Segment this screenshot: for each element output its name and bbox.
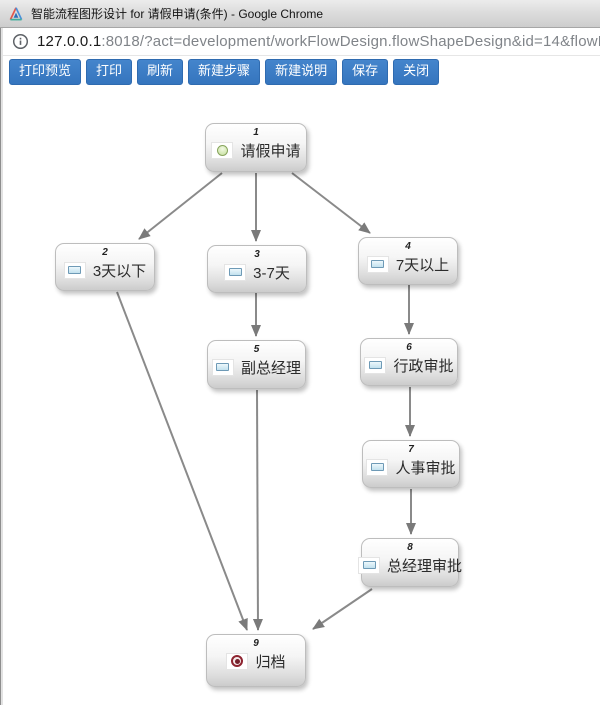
address-bar[interactable]: 127.0.0.1:8018/?act=development/workFlow… bbox=[3, 28, 600, 56]
node-number: 1 bbox=[253, 127, 259, 138]
node-number: 7 bbox=[408, 444, 414, 455]
node-number: 6 bbox=[406, 342, 412, 353]
node-label: 总经理审批 bbox=[387, 557, 463, 575]
node-label: 行政审批 bbox=[393, 357, 454, 375]
node-label: 请假申请 bbox=[240, 142, 301, 160]
app-logo-icon bbox=[8, 6, 24, 22]
flow-edge-5-9 bbox=[252, 389, 263, 631]
step-icon bbox=[358, 556, 380, 574]
toolbar: 打印预览打印刷新新建步骤新建说明保存关闭 bbox=[3, 56, 600, 88]
node-number: 4 bbox=[405, 241, 411, 252]
node-label: 人事审批 bbox=[395, 459, 456, 477]
flow-node-9[interactable]: 9 归档 bbox=[206, 634, 306, 687]
start-icon bbox=[211, 141, 234, 159]
step-icon bbox=[224, 263, 247, 281]
flow-node-3[interactable]: 3 3-7天 bbox=[207, 245, 307, 293]
new-note-button[interactable]: 新建说明 bbox=[265, 59, 338, 85]
new-step-button[interactable]: 新建步骤 bbox=[188, 59, 261, 85]
step-icon bbox=[63, 261, 86, 279]
node-number: 8 bbox=[407, 542, 413, 553]
flow-canvas[interactable]: 1 请假申请 2 3天以下 3 3-7天 4 7天以上 5 副总经理 6 行政审批 7 人事审批 8 总经理审… bbox=[0, 88, 600, 705]
page-info-icon[interactable] bbox=[12, 33, 29, 50]
window-title: 智能流程图形设计 for 请假申请(条件) - Google Chrome bbox=[31, 7, 324, 21]
save-button[interactable]: 保存 bbox=[342, 59, 389, 85]
node-label: 3-7天 bbox=[253, 264, 290, 282]
close-button[interactable]: 关闭 bbox=[393, 59, 440, 85]
step-icon bbox=[366, 255, 389, 273]
url-host: 127.0.0.1 bbox=[37, 33, 102, 50]
flow-node-4[interactable]: 4 7天以上 bbox=[358, 237, 458, 285]
flow-node-8[interactable]: 8 总经理审批 bbox=[358, 538, 463, 587]
flow-node-6[interactable]: 6 行政审批 bbox=[360, 338, 458, 386]
step-icon bbox=[366, 458, 389, 476]
url-path: :8018/?act=development/workFlowDesign.fl… bbox=[101, 33, 600, 50]
node-number: 2 bbox=[102, 247, 108, 258]
refresh-button[interactable]: 刷新 bbox=[137, 59, 184, 85]
flow-edge-1-2 bbox=[138, 172, 223, 240]
flow-node-5[interactable]: 5 副总经理 bbox=[207, 340, 306, 389]
flow-edge-8-9 bbox=[312, 588, 373, 630]
node-label: 3天以下 bbox=[92, 262, 147, 280]
flow-node-1[interactable]: 1 请假申请 bbox=[205, 123, 307, 172]
node-label: 7天以上 bbox=[395, 256, 450, 274]
window-titlebar: 智能流程图形设计 for 请假申请(条件) - Google Chrome bbox=[0, 0, 600, 28]
step-icon bbox=[364, 356, 387, 374]
node-number: 3 bbox=[254, 249, 260, 260]
print-button[interactable]: 打印 bbox=[86, 59, 133, 85]
flow-edge-1-4 bbox=[291, 172, 371, 234]
print-preview-button[interactable]: 打印预览 bbox=[9, 59, 82, 85]
url-text[interactable]: 127.0.0.1:8018/?act=development/workFlow… bbox=[37, 33, 600, 50]
flow-arrows bbox=[116, 172, 416, 631]
node-number: 5 bbox=[253, 344, 260, 355]
node-number: 9 bbox=[253, 638, 259, 649]
flow-node-7[interactable]: 7 人事审批 bbox=[362, 440, 460, 488]
node-label: 归档 bbox=[255, 653, 286, 671]
window-frame bbox=[0, 28, 3, 705]
step-icon bbox=[211, 358, 234, 376]
node-label: 副总经理 bbox=[240, 359, 301, 377]
flow-node-2[interactable]: 2 3天以下 bbox=[55, 243, 155, 291]
end-icon bbox=[226, 652, 249, 670]
